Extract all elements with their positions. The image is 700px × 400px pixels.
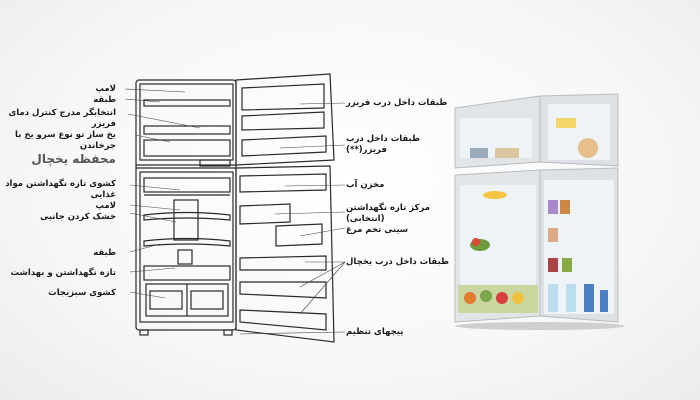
shelf-fridge-label: طبقه [93,248,116,258]
freezer-door-shelves-label: طبقات داخل درب فریزر [346,98,448,108]
freezer-control-label-2: فریزر [91,119,116,129]
fresh-center-label-2: (انتخابی) [346,214,385,224]
shelf-top-label: طبقه [93,95,116,105]
fresh-center-label: مرکز تازه نگهداشتن [346,203,431,213]
fresh-drawer-label: کشوی تازه نگهداشتن مواد [5,179,116,189]
side-dry-label: خشک کردن جانبی [40,212,116,222]
freezer-compartment [139,83,234,161]
fresh-drawer-label-2: غذایی [90,190,116,200]
egg-tray-label: سینی تخم مرغ [346,225,409,235]
lamp-fridge-label: لامپ [95,201,116,211]
freezer-door-outline [235,73,335,166]
fridge-door-outline [235,165,335,343]
leveling-screws-label: پیچهای تنظیم [346,327,404,337]
fridge-compartment [139,171,234,323]
freezer-control-label: انتخابگر مدرج کنترل دمای [8,108,116,118]
freezer-door-shelves-b-label: طبقات داخل درب [346,134,421,144]
ice-maker-label: یخ ساز تو نوع سرو یخ با [15,130,116,140]
veg-drawer-label: کشوی سبزیجات [48,288,116,298]
fridge-compartment-title: محفظه یخچال [31,152,116,166]
lamp-top-label: لامپ [95,84,116,94]
fresh-hygiene-label: تازه نگهداشتن و بهداشت [10,268,117,278]
water-tank-label: مخزن آب [346,180,385,190]
ice-maker-label-2: جرخاندن [79,141,116,151]
fridge-door-shelves-label: طبقات داخل درب یخچال [346,257,450,267]
freezer-door-shelves-b2-label: فریزر(**) [346,145,387,155]
